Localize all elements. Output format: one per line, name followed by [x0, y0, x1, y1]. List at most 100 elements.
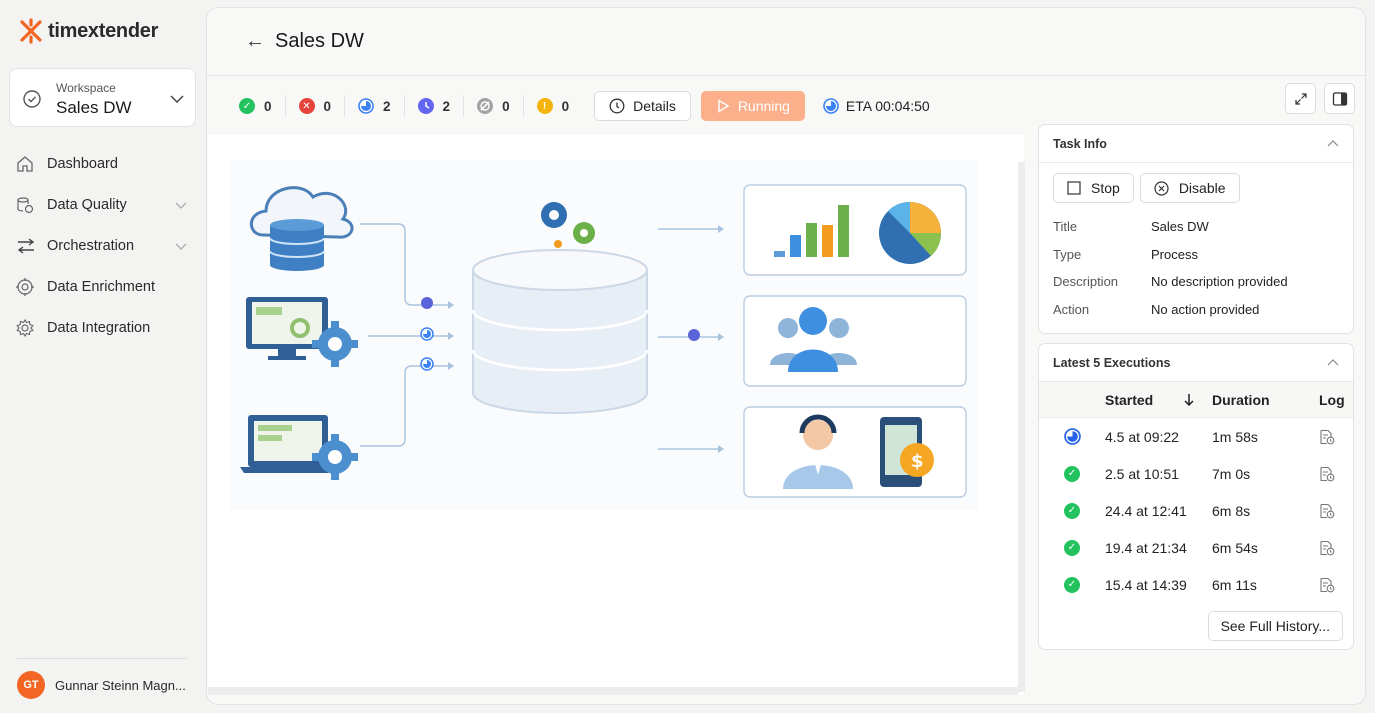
sidebar-item-data-enrichment[interactable]: Data Enrichment	[0, 266, 206, 307]
disabled-icon	[477, 98, 494, 114]
chevron-down-icon	[175, 243, 187, 250]
table-row[interactable]: ✓ 2.5 at 10:51 7m 0s	[1039, 455, 1353, 492]
log-file-icon[interactable]	[1319, 540, 1335, 556]
stat-warning[interactable]: ! 0	[536, 95, 583, 117]
chevron-down-icon	[170, 95, 184, 104]
disable-button[interactable]: Disable	[1139, 173, 1240, 203]
stat-count: 0	[323, 98, 332, 114]
table-row[interactable]: ✓ 19.4 at 21:34 6m 54s	[1039, 529, 1353, 566]
process-diagram[interactable]: $	[208, 135, 1025, 695]
avatar: GT	[17, 671, 45, 699]
details-button[interactable]: Details	[594, 91, 691, 121]
laptop-gear-icon	[240, 415, 358, 480]
duration-cell: 7m 0s	[1212, 465, 1251, 482]
workspace-selector[interactable]: Workspace Sales DW	[9, 68, 196, 127]
check-circle-icon: ✓	[1064, 539, 1080, 556]
toggle-panel-button[interactable]	[1324, 83, 1355, 114]
stat-running[interactable]: 2	[358, 95, 405, 117]
stat-disabled[interactable]: 0	[477, 95, 524, 117]
column-duration[interactable]: Duration	[1212, 391, 1270, 408]
task-actions: Stop Disable	[1039, 163, 1353, 213]
page-header: ← Sales DW	[207, 8, 1365, 76]
stat-success[interactable]: ✓ 0	[239, 95, 286, 117]
page-title: Sales DW	[275, 30, 364, 52]
sort-down-icon[interactable]	[1183, 392, 1195, 408]
gears-icon	[541, 202, 595, 248]
executions-header[interactable]: Latest 5 Executions	[1039, 344, 1353, 382]
expand-button[interactable]	[1285, 83, 1316, 114]
duration-cell: 6m 11s	[1212, 576, 1257, 593]
disable-label: Disable	[1178, 180, 1226, 196]
clock-icon	[417, 98, 434, 114]
sidebar-item-dashboard[interactable]: Dashboard	[0, 143, 206, 184]
running-progress-icon	[823, 98, 839, 114]
sidebar-panel-icon	[1332, 91, 1347, 106]
sidebar-item-orchestration[interactable]: Orchestration	[0, 225, 206, 266]
running-progress-icon	[1063, 428, 1081, 445]
stop-icon	[1067, 181, 1081, 195]
back-arrow-icon[interactable]: ←	[245, 30, 265, 52]
running-button[interactable]: Running	[700, 91, 805, 121]
brand-logo[interactable]: timextender	[18, 18, 158, 44]
sidebar-item-label: Dashboard	[47, 155, 118, 172]
mobile-payment-icon: $	[880, 417, 934, 487]
chevron-up-icon[interactable]	[1327, 139, 1339, 149]
stop-button[interactable]: Stop	[1053, 173, 1134, 203]
column-started[interactable]: Started	[1105, 392, 1212, 408]
warehouse-cylinder-icon	[471, 249, 649, 414]
sidebar-item-label: Data Quality	[47, 196, 127, 213]
sidebar-nav: Dashboard Data Quality Orchestration Dat…	[0, 143, 206, 348]
sidebar-item-data-quality[interactable]: Data Quality	[0, 184, 206, 225]
support-agent-icon	[783, 414, 853, 489]
expand-icon	[1294, 92, 1307, 105]
cloud-database-icon	[249, 186, 354, 271]
horizontal-scrollbar[interactable]	[208, 687, 1018, 695]
eta-text: ETA 00:04:50	[845, 98, 930, 114]
play-icon	[718, 99, 730, 113]
stat-failed[interactable]: ✕ 0	[298, 95, 346, 117]
log-file-icon[interactable]	[1319, 577, 1335, 593]
log-file-icon[interactable]	[1319, 429, 1335, 445]
table-row[interactable]: ✓ 15.4 at 14:39 6m 11s	[1039, 566, 1353, 603]
details-label: Details	[633, 98, 676, 114]
arrows-swap-icon	[17, 237, 35, 254]
chevron-up-icon[interactable]	[1327, 358, 1339, 368]
panel-title: Task Info	[1053, 136, 1107, 151]
sidebar: timextender Workspace Sales DW Dashboard…	[0, 0, 206, 713]
sidebar-item-data-integration[interactable]: Data Integration	[0, 307, 206, 348]
running-progress-icon	[358, 98, 374, 114]
stat-count: 0	[264, 98, 272, 114]
duration-cell: 6m 8s	[1212, 502, 1251, 519]
workspace-value: Sales DW	[56, 98, 132, 117]
log-file-icon[interactable]	[1319, 466, 1335, 482]
sidebar-item-label: Data Integration	[47, 319, 151, 336]
table-row[interactable]: ✓ 24.4 at 12:41 6m 8s	[1039, 492, 1353, 529]
stat-count: 0	[561, 98, 570, 114]
stat-count: 2	[442, 98, 451, 114]
see-full-history-button[interactable]: See Full History...	[1207, 611, 1343, 641]
vertical-scrollbar[interactable]	[1018, 162, 1025, 692]
stat-scheduled[interactable]: 2	[417, 95, 465, 117]
brand-name: timextender	[48, 19, 159, 42]
monitor-gear-icon	[246, 297, 358, 367]
stat-count: 2	[383, 98, 391, 114]
panel-title: Latest 5 Executions	[1053, 355, 1171, 370]
user-profile[interactable]: GT Gunnar Steinn Magn...	[17, 658, 187, 699]
duration-cell: 6m 54s	[1212, 539, 1258, 556]
timextender-logo-icon	[20, 18, 42, 44]
column-log: Log	[1319, 391, 1345, 408]
table-row[interactable]: 4.5 at 09:22 1m 58s	[1039, 418, 1353, 455]
started-cell: 2.5 at 10:51	[1105, 465, 1179, 482]
workspace-check-icon	[23, 90, 41, 108]
log-file-icon[interactable]	[1319, 503, 1335, 519]
workspace-label: Workspace	[56, 81, 116, 95]
info-clock-icon	[609, 98, 625, 114]
started-cell: 4.5 at 09:22	[1105, 428, 1179, 445]
check-circle-icon: ✓	[1064, 576, 1080, 593]
check-circle-icon: ✓	[1064, 465, 1080, 482]
task-info-header[interactable]: Task Info	[1039, 125, 1353, 163]
